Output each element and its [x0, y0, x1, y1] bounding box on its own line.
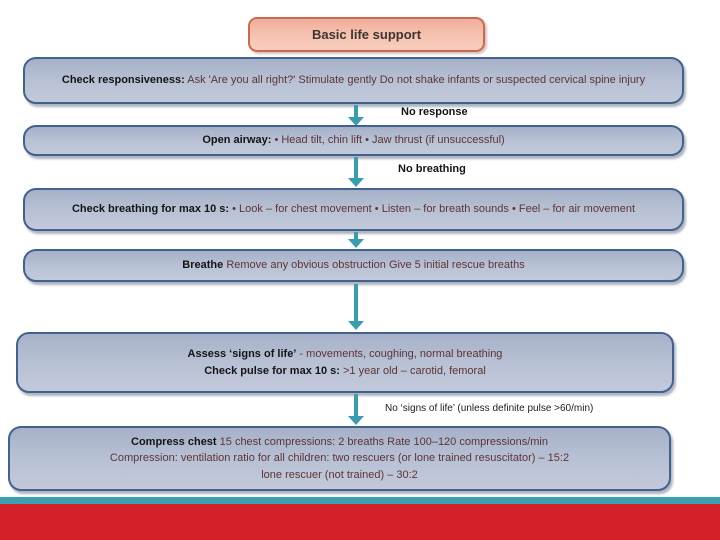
- flow-box-check-responsiveness: Check responsiveness: Ask 'Are you all r…: [23, 57, 684, 104]
- flow-box-heading: Check breathing for max 10 s:: [71, 203, 230, 216]
- down-arrow: [348, 157, 364, 187]
- flow-box-text: Check breathing for max 10 s: • Look – f…: [51, 201, 656, 218]
- flow-box-assess-signs-of-life: Assess ‘signs of life’ - movements, coug…: [16, 332, 674, 393]
- flow-box-text: Compress chest 15 chest compressions: 2 …: [22, 434, 657, 451]
- flow-box-heading: Open airway:: [202, 134, 272, 147]
- flow-box-body: >1 year old – carotid, femoral: [339, 364, 486, 377]
- flow-box-body: 15 chest compressions: 2 breaths Rate 10…: [216, 435, 548, 448]
- flow-box-heading: Check responsiveness:: [61, 74, 185, 87]
- flow-box-text: Breathe Remove any obvious obstruction G…: [51, 257, 656, 274]
- flow-box-breathe: Breathe Remove any obvious obstruction G…: [23, 249, 684, 282]
- flow-box-heading: Assess ‘signs of life’: [187, 348, 297, 360]
- arrow-head: [348, 416, 364, 425]
- flow-box-body: • Head tilt, chin lift • Jaw thrust (if …: [271, 134, 505, 147]
- flow-box-text: Check responsiveness: Ask 'Are you all r…: [51, 72, 656, 89]
- flow-box-compress-chest: Compress chest 15 chest compressions: 2 …: [8, 426, 671, 491]
- connector-label-no-response: No response: [401, 106, 468, 118]
- arrow-head: [348, 321, 364, 330]
- flow-box-body: Ask 'Are you all right?' Stimulate gentl…: [184, 74, 646, 87]
- arrow-shaft: [354, 232, 358, 239]
- flow-box-text: Assess ‘signs of life’ - movements, coug…: [44, 346, 646, 363]
- arrow-shaft: [354, 105, 358, 117]
- flow-box-text: lone rescuer (not trained) – 30:2: [22, 467, 657, 484]
- page-title: Basic life support: [311, 27, 422, 42]
- flow-box-check-breathing: Check breathing for max 10 s: • Look – f…: [23, 188, 684, 231]
- flow-box-body: • Look – for chest movement • Listen – f…: [229, 203, 636, 216]
- arrow-shaft: [354, 394, 358, 416]
- footer-teal-bar: [0, 497, 720, 504]
- arrow-head: [348, 117, 364, 126]
- flow-box-heading: Check pulse for max 10 s:: [204, 364, 340, 377]
- flow-box-heading: Compress chest: [131, 435, 217, 448]
- flow-box-open-airway: Open airway: • Head tilt, chin lift • Ja…: [23, 125, 684, 156]
- arrow-head: [348, 239, 364, 248]
- footer-red-bar: [0, 504, 720, 540]
- arrow-head: [348, 178, 364, 187]
- connector-label-no-breathing: No breathing: [398, 163, 466, 175]
- flow-box-heading: Breathe: [182, 259, 224, 272]
- flow-box-body: lone rescuer (not trained) – 30:2: [261, 468, 418, 481]
- down-arrow: [348, 284, 364, 330]
- flow-box-text: Open airway: • Head tilt, chin lift • Ja…: [51, 132, 656, 149]
- arrow-shaft: [354, 284, 358, 321]
- arrow-shaft: [354, 157, 358, 178]
- down-arrow: [348, 394, 364, 425]
- flow-box-text: Check pulse for max 10 s: >1 year old – …: [44, 363, 646, 380]
- down-arrow: [348, 105, 364, 126]
- title-box: Basic life support: [248, 17, 485, 52]
- connector-label-no-signs-of-life: No ‘signs of life’ (unless definite puls…: [385, 403, 594, 414]
- flow-box-body: Compression: ventilation ratio for all c…: [109, 452, 570, 465]
- flow-box-body: Remove any obvious obstruction Give 5 in…: [223, 259, 525, 272]
- down-arrow: [348, 232, 364, 248]
- flow-box-body: - movements, coughing, normal breathing: [296, 348, 503, 360]
- flow-box-text: Compression: ventilation ratio for all c…: [22, 450, 657, 467]
